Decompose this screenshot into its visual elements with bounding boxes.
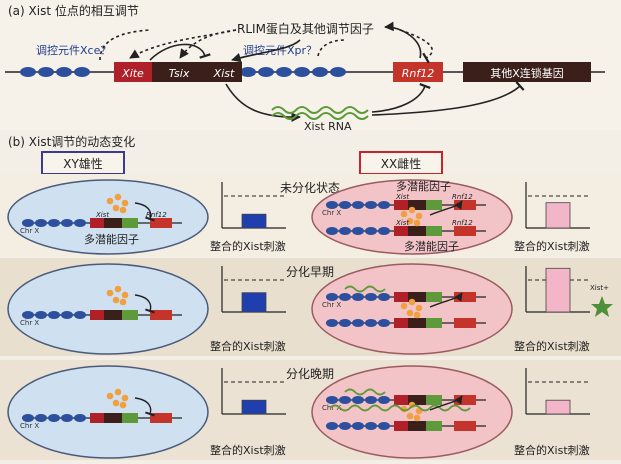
xy-male-label: XY雄性 (63, 156, 103, 171)
xpr-binding-sites (240, 67, 346, 77)
xy-stimulus-label: 整合的Xist刺激 (210, 443, 286, 457)
xce-binding-sites (20, 67, 90, 77)
chr-x-label: Chr X (20, 319, 39, 327)
rlim-label: RLIM蛋白及其他调节因子 (237, 21, 374, 36)
rnf12-gene (393, 62, 443, 82)
xx-stimulus-bar (545, 267, 571, 313)
xy-stimulus-bar (241, 213, 267, 229)
xce-label: 调控元件Xce？ (36, 43, 111, 57)
xist-gene-label: Xist (95, 211, 109, 219)
xist-label: Xist (213, 67, 235, 80)
pluripotency-factor-label: 多潜能因子 (396, 179, 451, 193)
xx-stimulus-label: 整合的Xist刺激 (514, 339, 590, 353)
chr-x-label: Chr X (322, 209, 341, 217)
xy-cell: Chr X (7, 365, 209, 459)
xx-cell: Chr X (311, 365, 513, 459)
stage-label: 分化早期 (286, 265, 334, 279)
xx-female-label: XX雌性 (381, 156, 421, 171)
chr-x-label: Chr X (20, 422, 39, 430)
tsix-gene (152, 62, 206, 82)
pluripotency-factor-label: 多潜能因子 (84, 232, 139, 246)
rnf12-label: Rnf12 (402, 67, 434, 80)
xist-gene-label: Xist (395, 193, 409, 201)
xy-stimulus-bar (241, 292, 267, 313)
rnf12-gene-label: Rnf12 (452, 193, 473, 201)
stage-label: 分化晚期 (286, 367, 334, 381)
rnf12-gene-label: Rnf12 (146, 211, 167, 219)
xx-stimulus-bar (545, 202, 571, 229)
stage-row-3: 分化晚期 Chr X 整合的Xist刺激 Chr X 整合的Xist刺激 (0, 360, 621, 460)
xist-activation-star-icon (591, 296, 613, 317)
xist-rna-squiggle (271, 106, 369, 120)
xy-stimulus-label: 整合的Xist刺激 (210, 339, 286, 353)
panel-a-title: (a) Xist 位点的相互调节 (8, 3, 139, 18)
xy-cell: Chr X (7, 263, 209, 355)
pluripotency-factor-label: 多潜能因子 (404, 239, 459, 253)
other-genes-label: 其他X连锁基因 (490, 66, 564, 80)
xist-gene-label: Xist (395, 219, 409, 227)
xite-label: Xite (121, 67, 144, 80)
xx-stimulus-bar (545, 399, 571, 415)
stage-label: 未分化状态 (280, 181, 340, 195)
other-x-linked-genes (463, 62, 591, 82)
xite-gene (114, 62, 152, 82)
chr-x-label: Chr X (322, 301, 341, 309)
xy-stimulus-label: 整合的Xist刺激 (210, 239, 286, 253)
rnf12-gene-label: Rnf12 (452, 219, 473, 227)
xist-rna-label: Xist RNA (304, 120, 352, 133)
stage-row-2: 分化早期 Chr X 整合的Xist刺激 Chr X 整合的Xist刺激 Xist+ (0, 258, 621, 356)
xy-stimulus-bar (241, 399, 267, 415)
xist-plus-label: Xist+ (590, 284, 609, 292)
xx-stimulus-label: 整合的Xist刺激 (514, 239, 590, 253)
chr-x-label: Chr X (322, 404, 341, 412)
xx-stimulus-label: 整合的Xist刺激 (514, 443, 590, 457)
tsix-label: Tsix (169, 67, 190, 80)
xx-cell: Chr X (311, 263, 513, 355)
chr-x-label: Chr X (20, 227, 39, 235)
panel-b-title: (b) Xist调节的动态变化 (8, 134, 135, 149)
xy-cell: Chr X Xist Rnf12 多潜能因子 (7, 179, 209, 255)
regulation-arrows-a (99, 21, 525, 123)
xist-gene (206, 62, 242, 82)
